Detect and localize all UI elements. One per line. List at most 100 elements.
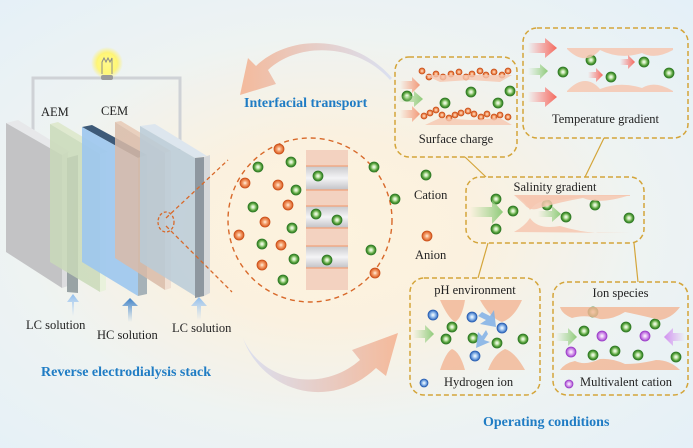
anion-particle — [421, 230, 433, 242]
ion-species-channel — [556, 307, 685, 370]
anion-particle — [504, 113, 512, 121]
end-plate-left — [6, 123, 62, 288]
cem-label: CEM — [101, 104, 129, 118]
cation-particle — [420, 169, 432, 181]
anion-particle — [464, 107, 472, 115]
cation-particle — [285, 156, 297, 168]
anion-particle — [477, 113, 485, 121]
cation-particle — [507, 205, 519, 217]
inlet-arrow-lc-right — [191, 297, 207, 320]
cation-particle — [632, 349, 644, 361]
hydrogen-ion-particle — [496, 322, 508, 334]
cation-particle — [256, 238, 268, 250]
cation-particle — [620, 321, 632, 333]
box-ph-environment — [409, 277, 541, 396]
hydrogen-ion-particle — [469, 350, 481, 362]
multivalent-cation-legend-label: Multivalent cation — [580, 375, 672, 389]
anion-particle — [282, 199, 294, 211]
cation-particle — [517, 333, 529, 345]
cation-particle — [288, 253, 300, 265]
cation-particle — [331, 214, 343, 226]
cation-particle — [252, 161, 264, 173]
anion-particle — [455, 68, 463, 76]
cation-particle — [663, 67, 675, 79]
cation-particle — [589, 199, 601, 211]
cation-particle — [670, 351, 682, 363]
cation-particle — [491, 337, 503, 349]
cation-particle — [557, 66, 569, 78]
lc-solution-left-label: LC solution — [26, 318, 86, 332]
end-plate-right — [204, 155, 210, 296]
ph-environment-title: pH environment — [434, 283, 516, 297]
anion-particle — [504, 67, 512, 75]
box-surface-charge — [394, 56, 518, 158]
cation-particle — [440, 333, 452, 345]
cation-particle — [587, 349, 599, 361]
surface-charge-channel — [398, 75, 512, 125]
anion-particle — [272, 179, 284, 191]
lc-solution-right-label: LC solution — [172, 321, 232, 335]
cation-particle — [492, 97, 504, 109]
anion-particle — [451, 111, 459, 119]
ion-species-title: Ion species — [592, 286, 649, 300]
anion-particle — [483, 110, 491, 118]
anion-particle — [275, 239, 287, 251]
cation-particle — [490, 193, 502, 205]
multivalent-cation-particle — [596, 330, 608, 342]
cation-particle — [277, 274, 289, 286]
cation-particle — [446, 321, 458, 333]
cation-particle — [465, 86, 477, 98]
cation-particle — [365, 244, 377, 256]
anion-particle — [496, 111, 504, 119]
temperature-gradient-channel — [528, 38, 673, 107]
cation-particle — [504, 85, 516, 97]
cation-particle — [609, 345, 621, 357]
box-ion-species — [552, 281, 689, 396]
cation-particle — [623, 212, 635, 224]
anion-particle — [273, 143, 285, 155]
cation-particle — [312, 170, 324, 182]
hydrogen-ion-legend-label: Hydrogen ion — [444, 375, 514, 389]
stack-title: Reverse electrodialysis stack — [41, 365, 212, 380]
anion-particle — [233, 229, 245, 241]
anion-particle — [426, 109, 434, 117]
anion-particle — [239, 177, 251, 189]
cation-particle — [321, 254, 333, 266]
inlet-arrow-lc-left — [67, 294, 79, 316]
anion-particle — [420, 112, 428, 120]
anion-particle — [259, 216, 271, 228]
multivalent-cation-particle — [564, 379, 574, 389]
operating-conditions-title: Operating conditions — [483, 415, 610, 430]
cation-particle — [649, 318, 661, 330]
cation-particle — [286, 222, 298, 234]
surface-charge-title: Surface charge — [418, 132, 494, 146]
anion-particle — [476, 67, 484, 75]
anion-particle — [490, 68, 498, 76]
hydrogen-ion-particle — [419, 378, 429, 388]
box-salinity-gradient — [465, 176, 645, 244]
anion-particle — [438, 111, 446, 119]
cation-particle — [578, 325, 590, 337]
cation-particle — [389, 193, 401, 205]
cation-particle — [290, 184, 302, 196]
curved-arrow-to-stack — [240, 43, 392, 95]
temperature-gradient-title: Temperature gradient — [551, 112, 660, 126]
cation-particle — [368, 161, 380, 173]
hc-solution-label: HC solution — [97, 328, 158, 342]
cation-particle — [490, 223, 502, 235]
cation-particle — [467, 332, 479, 344]
re-stack — [6, 47, 210, 322]
cation-legend-label: Cation — [414, 188, 448, 202]
cation-particle — [560, 211, 572, 223]
cation-particle — [247, 201, 259, 213]
anion-particle — [457, 109, 465, 117]
anion-particle — [369, 267, 381, 279]
interfacial-transport-title: Interfacial transport — [244, 96, 368, 111]
ph-environment-channel — [413, 300, 525, 370]
anion-particle — [432, 106, 440, 114]
multivalent-cation-particle — [565, 346, 577, 358]
cation-particle — [310, 208, 322, 220]
anion-particle — [470, 110, 478, 118]
